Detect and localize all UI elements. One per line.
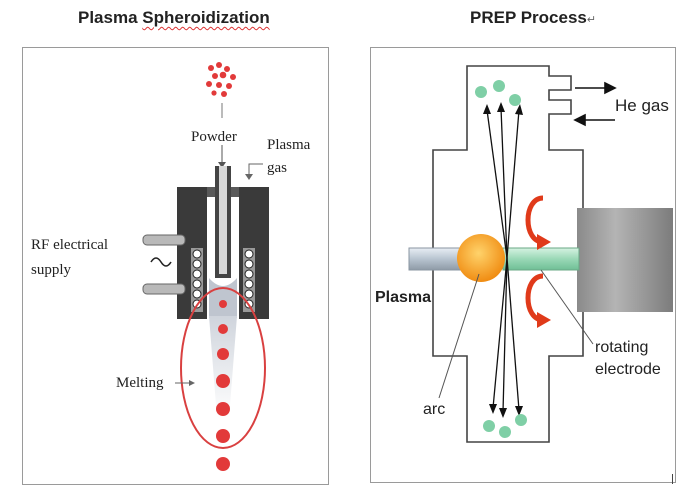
- rotating-electrode-leader: [540, 269, 594, 345]
- arc-ball: [457, 234, 505, 282]
- he-gas-arrows: [573, 81, 617, 127]
- powder-label: Powder: [191, 129, 237, 145]
- plasma-spheroidization-panel: Powder Plasma gas: [22, 47, 329, 485]
- melting-zone-ellipse: [180, 287, 266, 449]
- molten-droplets: [216, 300, 230, 471]
- rotating-electrode-bar: [502, 247, 580, 271]
- plasma-gas-label-line2: gas: [267, 160, 287, 176]
- trajectory-arrowheads: [483, 102, 523, 418]
- right-title: PREP Process↵: [470, 8, 596, 28]
- plasma-torch: [177, 166, 269, 319]
- prep-process-panel: He gas: [370, 47, 676, 483]
- chamber-outline: [432, 65, 584, 443]
- left-title-prefix: Plasma: [78, 8, 143, 27]
- he-gas-label: He gas: [615, 96, 669, 115]
- paragraph-mark: ↵: [586, 14, 597, 26]
- plasma-gas-arrow: [248, 163, 263, 176]
- prep-process-diagram: He gas: [375, 65, 673, 443]
- atomized-particles: [475, 80, 527, 438]
- text-cursor: [672, 474, 673, 484]
- plasma-gas-label-line1: Plasma: [267, 137, 311, 153]
- rotation-arrowhead-bottom: [537, 312, 551, 328]
- powder-cluster: [206, 62, 236, 97]
- left-title-main: Spheroidization: [142, 8, 270, 27]
- rf-supply-label-line1: RF electrical: [31, 237, 108, 253]
- plasma-label: Plasma: [375, 289, 431, 306]
- arc-leader: [438, 273, 480, 399]
- right-title-text: PREP Process: [470, 8, 587, 27]
- plasma-plume: [209, 316, 237, 418]
- motor-block: [577, 208, 673, 312]
- arc-label: arc: [423, 401, 445, 418]
- melting-label: Melting: [116, 375, 164, 391]
- rotating-electrode-label-line1: rotating: [595, 339, 648, 356]
- rf-supply-connector: [142, 234, 186, 295]
- plasma-spheroidization-diagram: Powder Plasma gas: [31, 62, 311, 471]
- rotation-arrowhead-top: [537, 234, 551, 250]
- left-title: Plasma Spheroidization: [78, 8, 270, 28]
- rf-supply-label-line2: supply: [31, 262, 72, 278]
- rotating-electrode-label-line2: electrode: [595, 361, 661, 378]
- particle-trajectories: [486, 107, 520, 413]
